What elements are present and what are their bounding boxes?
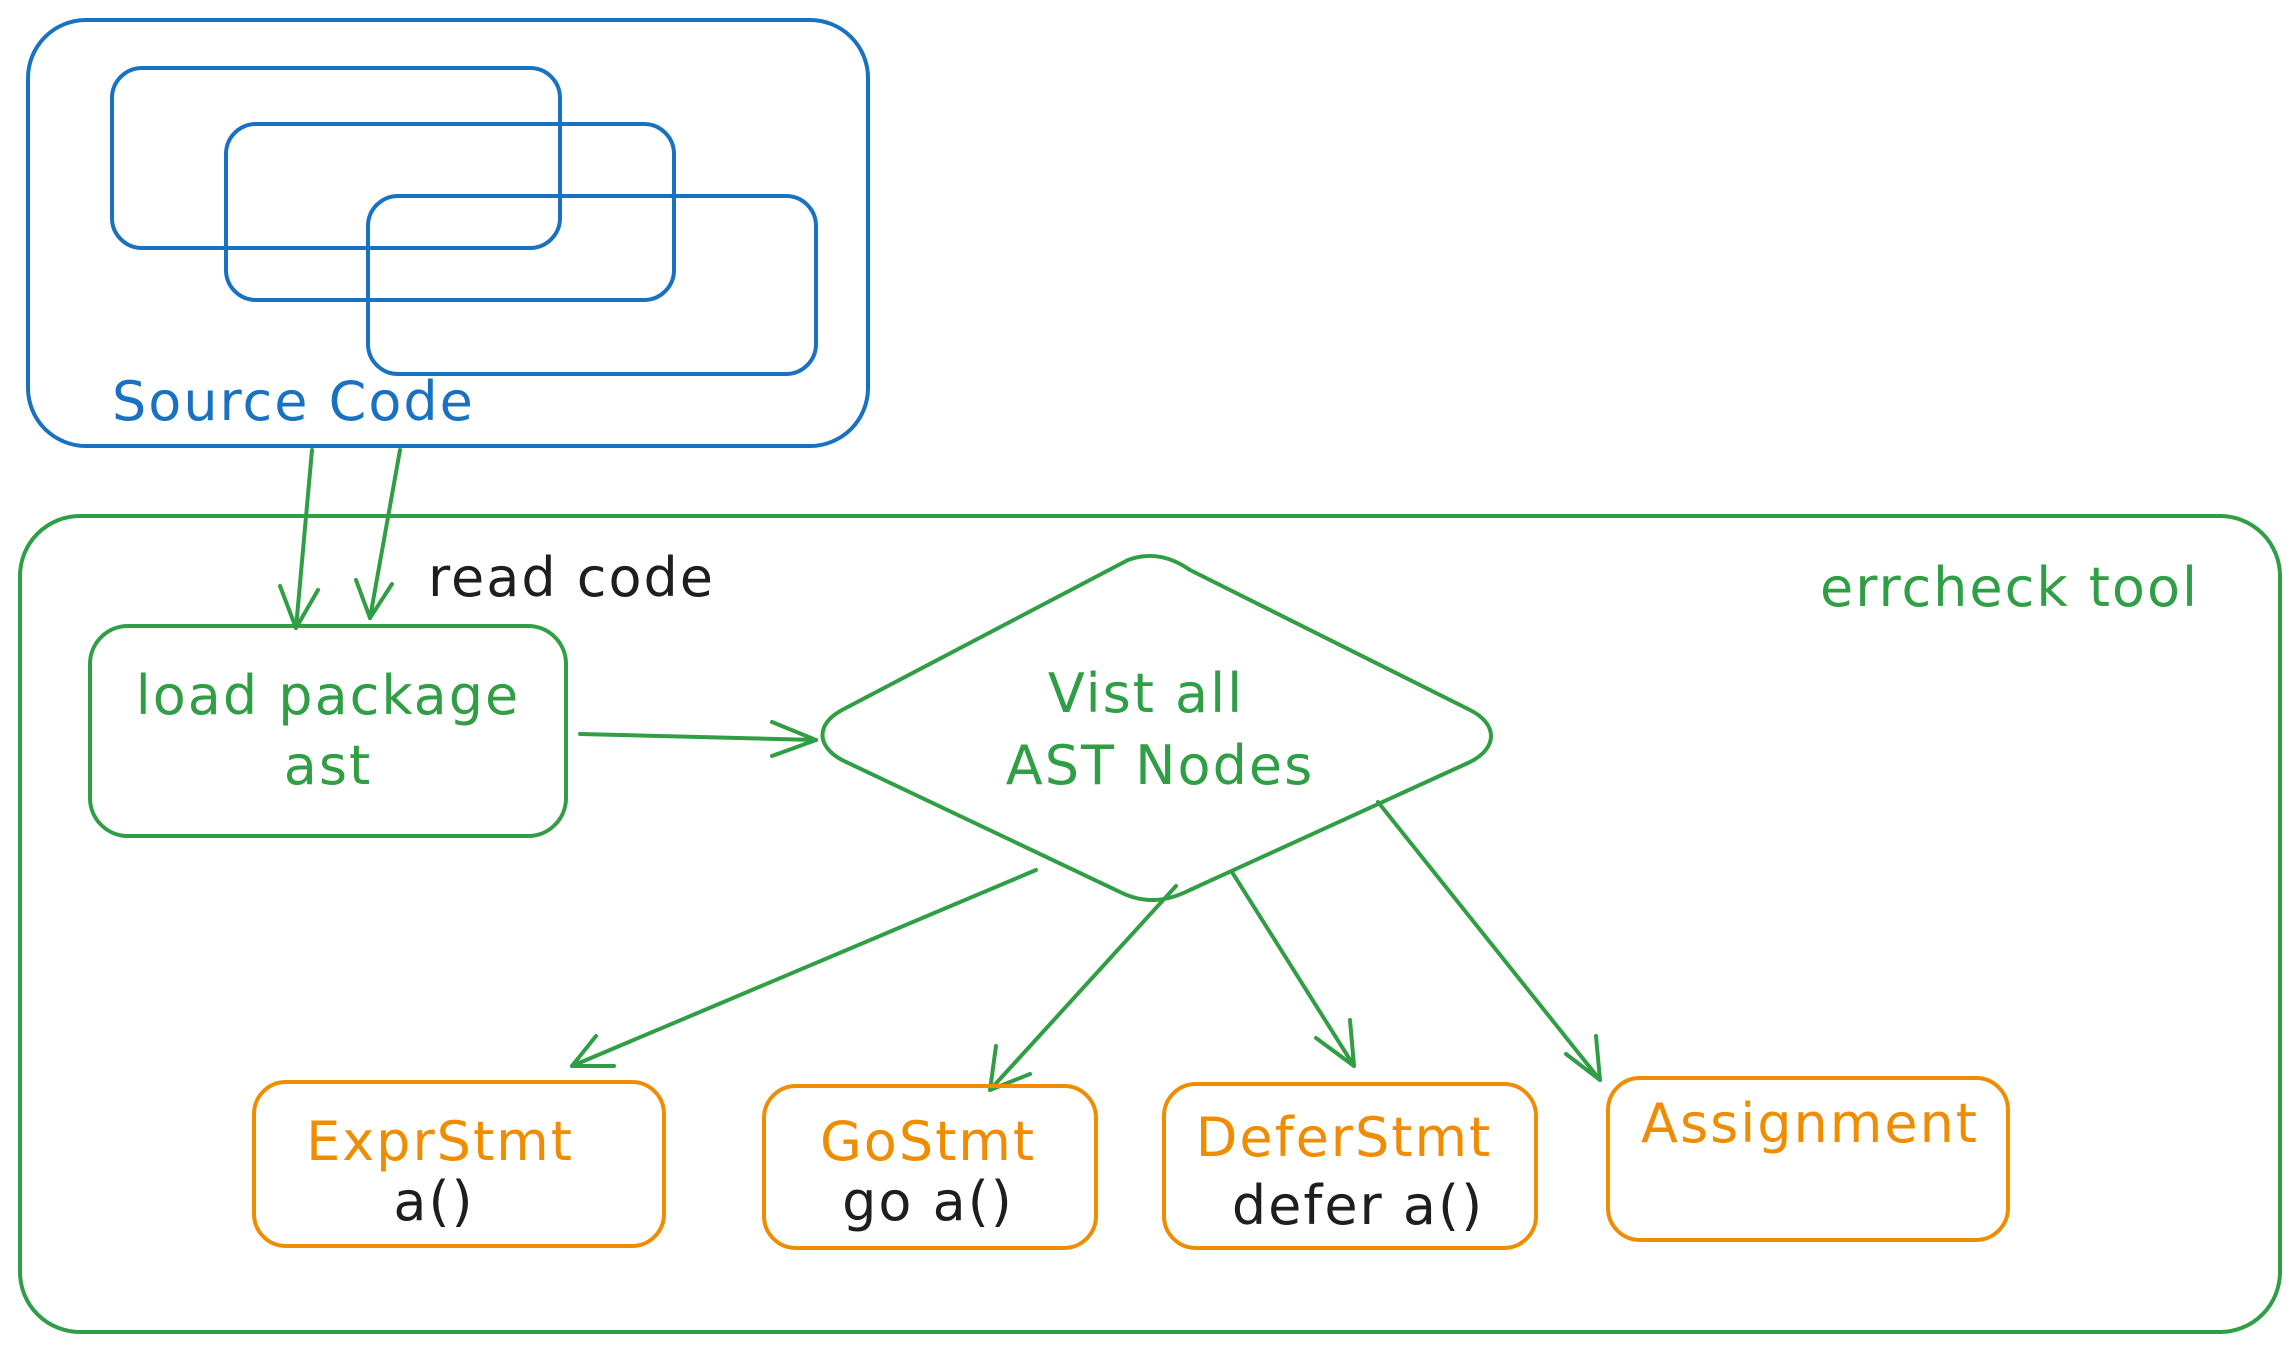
errcheck-tool-container: [18, 514, 2282, 1334]
source-code-container: [26, 18, 870, 448]
assignment-box: [1606, 1076, 2010, 1242]
load-package-box: [88, 624, 568, 838]
load-to-visit-line: [578, 732, 818, 742]
arrow-to-exprstmt: [570, 868, 1038, 1068]
source-file-rect-2: [224, 122, 676, 302]
source-code-group: Source Code: [26, 18, 870, 448]
source-code-label: Source Code: [112, 370, 475, 433]
load-package-line1: load package: [136, 664, 521, 727]
exprstmt-title: ExprStmt: [306, 1110, 574, 1173]
arrowhead-deferstmt: [1314, 1018, 1356, 1068]
gostmt-node: GoStmt go a(): [762, 1084, 1098, 1250]
read-code-label: read code: [428, 546, 715, 609]
assignment-node: Assignment: [1606, 1076, 2010, 1242]
visit-to-children-arrows: [570, 800, 1602, 1092]
arrow-to-gostmt: [988, 884, 1178, 1092]
load-package-line2: ast: [284, 734, 372, 797]
read-code-arrows: read code: [278, 448, 715, 630]
load-to-visit-arrow: [578, 720, 818, 758]
read-code-arrow-2: [368, 448, 402, 620]
source-file-rect-3: [366, 194, 818, 376]
arrow-to-assignment: [1376, 800, 1602, 1082]
errcheck-tool-group: errcheck tool: [18, 514, 2282, 1334]
exprstmt-node: ExprStmt a(): [252, 1080, 666, 1248]
deferstmt-node: DeferStmt defer a(): [1162, 1082, 1538, 1250]
visit-nodes-line2: AST Nodes: [1006, 734, 1314, 797]
assignment-title: Assignment: [1641, 1092, 1979, 1155]
visit-nodes-diamond: [820, 553, 1493, 903]
gostmt-code: go a(): [842, 1170, 1014, 1233]
visit-nodes-line1: Vist all: [1048, 662, 1244, 725]
read-code-arrow-1: [294, 448, 314, 630]
load-package-node: load package ast: [88, 624, 568, 838]
arrowhead-gostmt: [988, 1044, 1032, 1092]
visit-nodes-node: Vist all AST Nodes: [820, 553, 1493, 903]
exprstmt-code: a(): [393, 1170, 474, 1233]
arrowhead-assignment: [1564, 1034, 1602, 1082]
errcheck-tool-label: errcheck tool: [1820, 556, 2199, 619]
arrow-to-deferstmt: [1230, 870, 1356, 1068]
exprstmt-box: [252, 1080, 666, 1248]
load-to-visit-head: [770, 720, 818, 758]
deferstmt-code: defer a(): [1232, 1174, 1484, 1237]
gostmt-box: [762, 1084, 1098, 1250]
arrowhead-exprstmt: [570, 1034, 616, 1068]
read-code-arrowhead-2: [354, 578, 394, 620]
deferstmt-title: DeferStmt: [1196, 1106, 1492, 1169]
gostmt-title: GoStmt: [820, 1110, 1036, 1173]
source-file-rect-1: [110, 66, 562, 250]
deferstmt-box: [1162, 1082, 1538, 1250]
